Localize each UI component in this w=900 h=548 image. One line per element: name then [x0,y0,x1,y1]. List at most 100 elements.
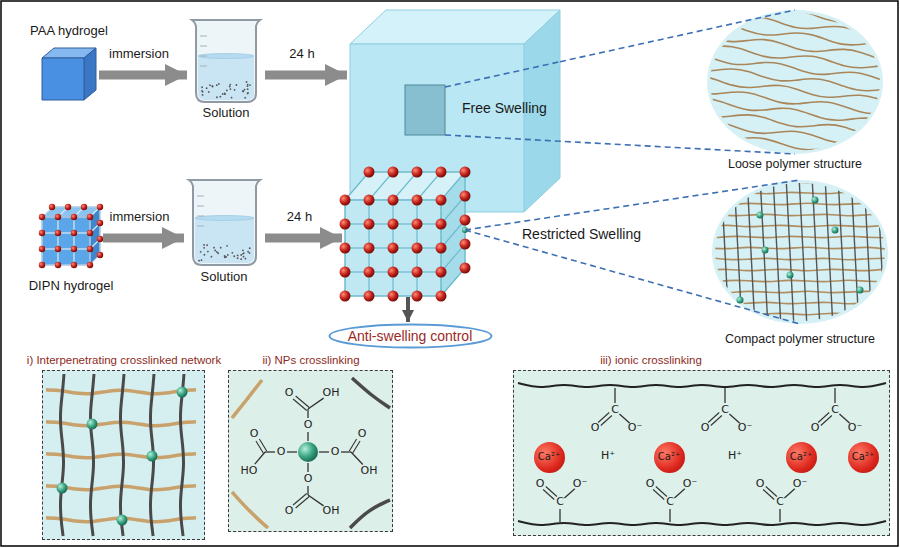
beaker-illustration [216,96,218,98]
compact-structure-illustration [708,203,888,205]
dipn-cube-illustration [55,246,61,252]
beaker-illustration [201,259,203,261]
restricted-cube-illustration [388,291,399,302]
restricted-cube-illustration [412,167,423,178]
dipn-cube-illustration [42,217,90,265]
beaker-illustration [249,247,251,249]
restricted-cube-illustration [340,167,471,302]
nanoparticle-illustration [296,396,310,407]
nanoparticle-illustration [349,439,356,451]
compact-structure-illustration [832,227,839,234]
beaker-illustration [203,247,205,249]
beaker-illustration [247,251,249,253]
ionic-illustration [546,487,557,497]
nanoparticle-illustration [265,451,275,452]
dipn-cube-illustration [71,214,77,220]
beaker-illustration [214,250,216,252]
nanoparticle-illustration [307,463,308,472]
beaker-illustration [192,20,260,102]
step-label: immersion [110,210,170,225]
restricted-cube-illustration [364,267,375,278]
beaker-illustration [224,256,226,258]
beaker-illustration [244,97,246,99]
compact-structure-illustration [838,176,846,328]
compact-structure-illustration [708,225,888,227]
ionic-illustration [674,489,684,498]
chemical-group-label: O [285,387,294,399]
restricted-cube-illustration [412,243,423,254]
mechanism-panel: i) Interpenetrating crosslinked network [42,370,205,540]
compact-structure-illustration [799,176,807,328]
compact-structure-illustration [851,176,859,328]
ion-label: Ca²⁺ [658,451,680,463]
compact-structure-illustration [708,258,888,260]
restricted-cube-illustration [345,200,441,296]
beaker-illustration [206,87,208,89]
swollen-cube-illustration [350,10,560,44]
beaker-illustration [242,91,244,93]
beaker-illustration [198,56,254,100]
restricted-cube-illustration [460,215,471,226]
beaker-label: Solution [201,270,248,285]
ionic-illustration [653,490,664,500]
nanoparticle-illustration [308,495,324,506]
restricted-cube-illustration [412,195,423,206]
chemical-group-label: O⁻ [573,478,587,490]
sample-name: PAA hydrogel [30,24,108,39]
nanoparticle-illustration [350,500,390,528]
network-illustration [42,370,205,540]
ionic-illustration [711,416,722,426]
restricted-cube-illustration [412,291,423,302]
compact-structure-illustration [708,176,898,328]
chemical-group-label: O⁻ [683,478,697,490]
network-illustration [90,374,94,536]
dipn-cube-illustration [39,246,45,252]
hydrogel-cube-illustration [42,58,84,100]
compact-structure-illustration [721,176,729,328]
compact-structure-illustration [708,302,888,304]
dipn-cube-illustration [97,220,103,226]
nanoparticle-illustration [341,451,351,452]
calcium-ion: Ca²⁺ [848,442,879,473]
chemical-group-label: O [250,428,259,440]
beaker-illustration [226,90,228,92]
process-arrow [99,71,187,80]
beaker-illustration [197,216,204,217]
beaker-illustration [244,89,246,91]
chemical-group-label: H⁺ [601,450,615,462]
network-illustration [87,419,98,430]
beaker-illustration [240,254,242,256]
beaker-illustration [195,218,254,263]
beaker-illustration [204,254,206,256]
chemical-group-label: O [646,478,655,490]
beaker-illustration [246,81,248,83]
loose-structure-illustration [700,46,892,68]
hydrogel-cube-illustration [42,48,96,100]
network-illustration [147,451,158,462]
calcium-ion: Ca²⁺ [786,442,817,473]
ionic-illustration [779,509,780,522]
dipn-cube-illustration [55,214,61,220]
loose-structure-illustration [700,98,892,124]
compact-structure-illustration [708,236,888,238]
leader-line [445,62,795,154]
compact-structure-illustration [812,197,819,204]
beaker-illustration [202,94,204,96]
compact-structure-illustration [857,287,864,294]
mechanism-panel: Ca²⁺Ca²⁺Ca²⁺Ca²⁺iii) ionic crosslinking [513,370,890,536]
nanoparticle-illustration [307,432,308,441]
beaker-illustration [237,257,239,259]
chemical-group-label: H⁺ [728,450,742,462]
dipn-cube-illustration [97,204,103,210]
beaker-illustration [247,88,249,90]
beaker-illustration [212,86,214,88]
chemical-group-label: OH [323,505,340,517]
chemical-group-label: O [304,473,313,485]
ionic-illustration [513,370,890,536]
dipn-cube-illustration [87,214,93,220]
dipn-cube-illustration [39,204,103,268]
